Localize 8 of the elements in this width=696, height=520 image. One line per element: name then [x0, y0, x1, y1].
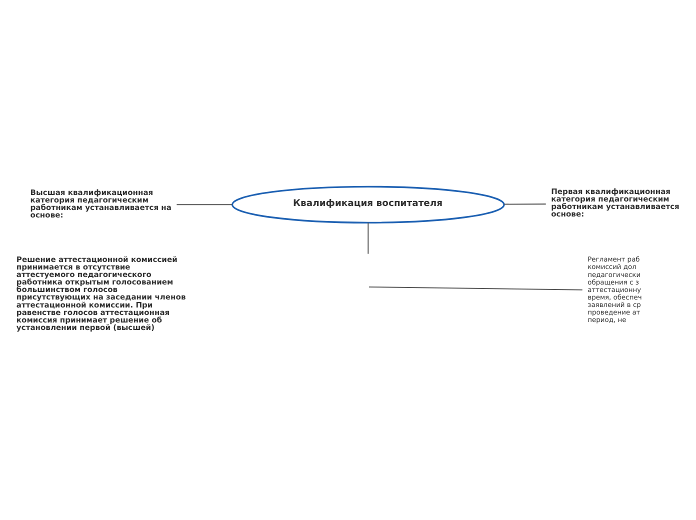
- node-text: Решение аттестационной комиссией принимается в отсутствие аттестуемого педагогического работника открытым голосованием большинством голосов присутствующих на заседании членов аттестационной комиссии. При равенстве голосов аттестационная комиссия принимает решение об установлении первой (высшей): [16, 254, 186, 332]
- node-text: Высшая квалификационная категория педагогическим работникам устанавливается на основе:: [30, 187, 172, 219]
- node-text: Первая квалификационная категория педагогическим работникам устанавливается основе:: [551, 186, 680, 218]
- connector: [504, 203, 546, 204]
- connector: [176, 204, 232, 205]
- connector: [368, 222, 369, 254]
- connector: [369, 286, 582, 290]
- node-ellipse: Квалификация воспитателя: [231, 185, 505, 223]
